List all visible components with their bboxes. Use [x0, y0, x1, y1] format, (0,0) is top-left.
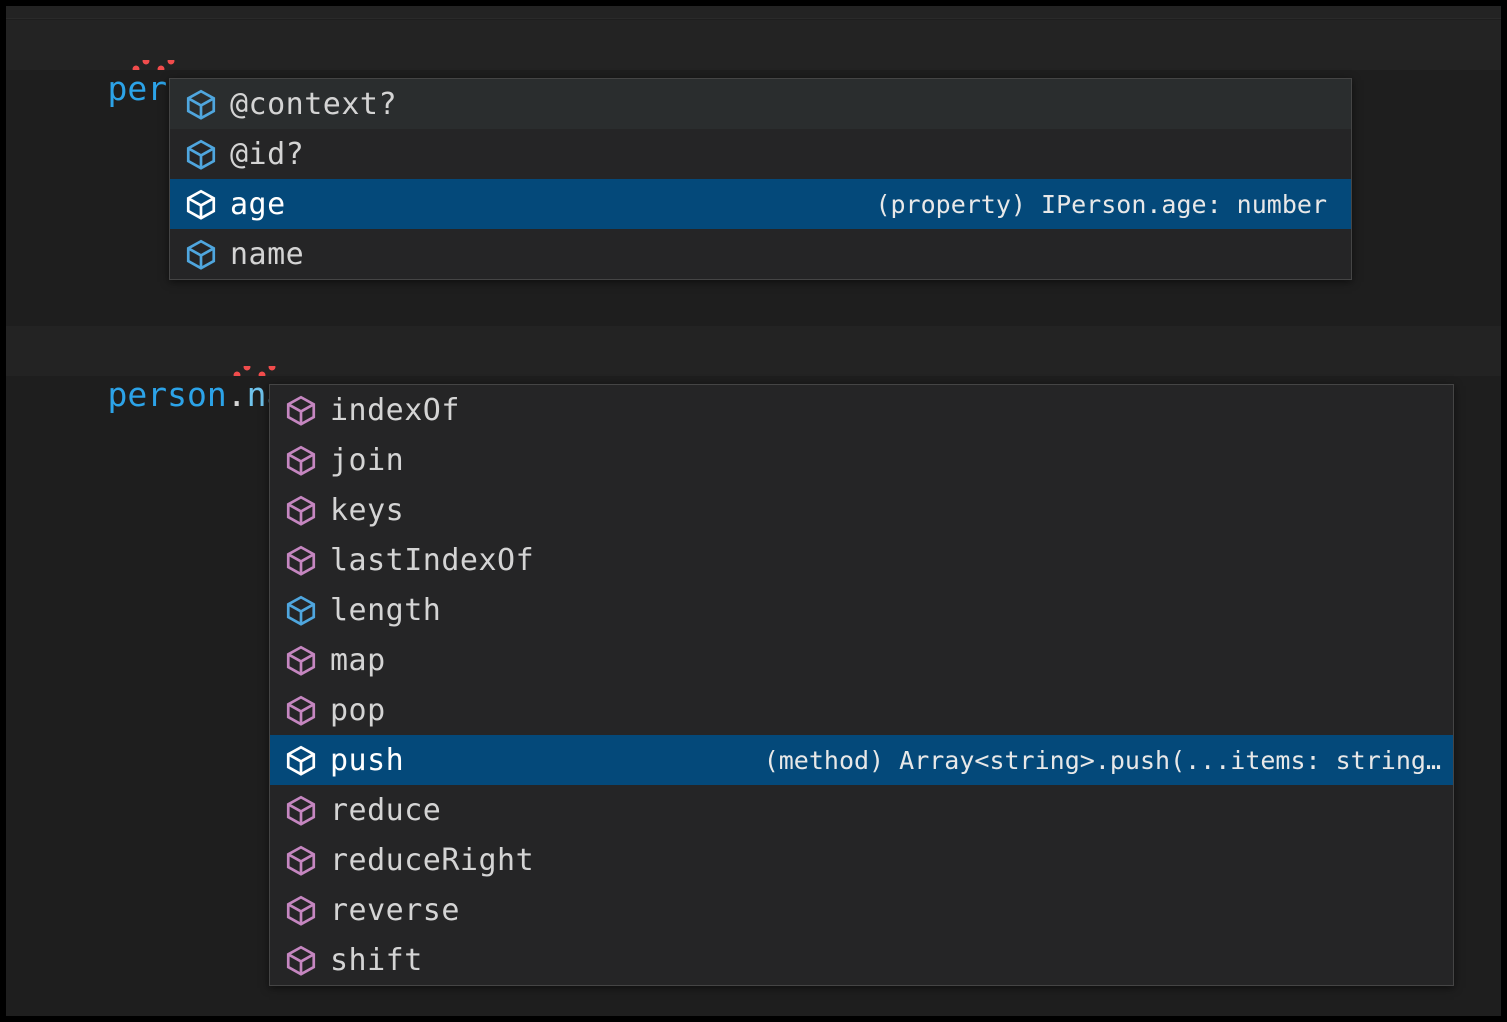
property-cube-icon: [186, 239, 216, 270]
suggest-item-label: name: [230, 236, 305, 272]
error-squiggle-semicolon-2: [257, 366, 277, 376]
suggest-item-label: @context?: [230, 86, 398, 122]
suggest-item-shift[interactable]: shift: [270, 935, 1453, 985]
suggest-item-pop[interactable]: pop: [270, 685, 1453, 735]
property-cube-icon: [186, 189, 216, 220]
suggest-item-reduceright[interactable]: reduceRight: [270, 835, 1453, 885]
suggest-item-indexof[interactable]: indexOf: [270, 385, 1453, 435]
method-cube-icon: [286, 495, 316, 526]
suggest-item-detail: (method) Array<string>.push(...items: st…: [763, 745, 1441, 775]
suggest-item-label: map: [330, 642, 386, 678]
code-line-person[interactable]: person.;: [6, 20, 1501, 108]
property-cube-icon: [286, 595, 316, 626]
method-cube-icon: [286, 845, 316, 876]
code-line-person-name[interactable]: person.name.;: [6, 326, 1501, 414]
suggest-item-label: indexOf: [330, 392, 460, 428]
property-cube-icon: [186, 89, 216, 120]
code-editor-canvas[interactable]: person.; @context? @id?: [6, 6, 1501, 1016]
suggest-item-label: reduceRight: [330, 842, 535, 878]
method-cube-icon: [286, 545, 316, 576]
suggest-item-join[interactable]: join: [270, 435, 1453, 485]
error-squiggle-dot-2: [232, 366, 252, 376]
suggest-item-length[interactable]: length: [270, 585, 1453, 635]
suggest-item-label: pop: [330, 692, 386, 728]
suggest-item-map[interactable]: map: [270, 635, 1453, 685]
suggest-item-context[interactable]: @context?: [170, 79, 1351, 129]
suggest-item-label: shift: [330, 942, 423, 978]
suggest-item-label: join: [330, 442, 405, 478]
method-cube-icon: [286, 895, 316, 926]
suggest-item-label: reduce: [330, 792, 442, 828]
suggest-item-label: lastIndexOf: [330, 542, 535, 578]
suggest-item-id[interactable]: @id?: [170, 129, 1351, 179]
method-cube-icon: [286, 695, 316, 726]
editor-top-strip: [6, 6, 1501, 19]
suggest-item-age[interactable]: age (property) IPerson.age: number: [170, 179, 1351, 229]
suggest-item-lastindexof[interactable]: lastIndexOf: [270, 535, 1453, 585]
method-cube-icon: [286, 945, 316, 976]
suggest-item-label: keys: [330, 492, 405, 528]
suggest-item-label: reverse: [330, 892, 460, 928]
token-person-2: person: [107, 375, 227, 414]
error-squiggle-semicolon-1: [156, 60, 176, 70]
method-cube-icon: [286, 795, 316, 826]
suggest-item-label: length: [330, 592, 442, 628]
suggest-item-reduce[interactable]: reduce: [270, 785, 1453, 835]
suggest-item-name[interactable]: name: [170, 229, 1351, 279]
property-cube-icon: [186, 139, 216, 170]
method-cube-icon: [286, 745, 316, 776]
suggest-item-keys[interactable]: keys: [270, 485, 1453, 535]
method-cube-icon: [286, 445, 316, 476]
token-dot-2: .: [226, 375, 247, 414]
method-cube-icon: [286, 395, 316, 426]
suggest-item-label: @id?: [230, 136, 305, 172]
suggest-item-label: push: [330, 742, 405, 778]
error-squiggle-dot-1: [131, 60, 151, 70]
suggest-item-push[interactable]: push (method) Array<string>.push(...item…: [270, 735, 1453, 785]
suggest-item-detail: (property) IPerson.age: number: [875, 189, 1327, 219]
suggest-item-label: age: [230, 186, 286, 222]
suggest-item-reverse[interactable]: reverse: [270, 885, 1453, 935]
method-cube-icon: [286, 645, 316, 676]
suggest-widget-person[interactable]: @context? @id? age (property) IPerson.ag…: [169, 78, 1352, 280]
current-line-highlight-1: [6, 20, 1501, 70]
current-line-highlight-2: [6, 326, 1501, 376]
suggest-widget-name[interactable]: indexOf join keys: [269, 384, 1454, 986]
